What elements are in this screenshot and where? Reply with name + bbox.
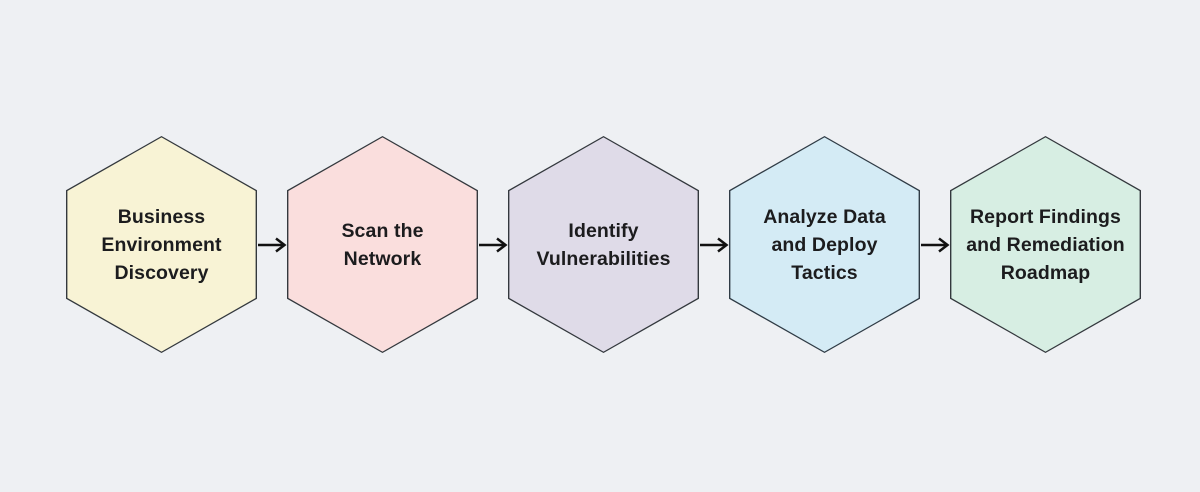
flow-arrow-icon bbox=[700, 237, 729, 252]
flow-arrow-icon bbox=[479, 237, 508, 252]
step-label: Business Environment Discovery bbox=[101, 205, 222, 284]
step-label: Scan the Network bbox=[341, 219, 424, 270]
hexagon-step-report-findings-and-remediation-roadmap: Report Findings and Remediation Roadmap bbox=[950, 136, 1141, 353]
hexagon-step-business-environment-discovery: Business Environment Discovery bbox=[66, 136, 257, 353]
hexagon-step-analyze-data-and-deploy-tactics: Analyze Data and Deploy Tactics bbox=[729, 136, 920, 353]
hexagon-fill: Business Environment Discovery bbox=[67, 137, 256, 352]
hexagon-fill: Report Findings and Remediation Roadmap bbox=[951, 137, 1140, 352]
step-label: Report Findings and Remediation Roadmap bbox=[966, 205, 1125, 284]
hexagon-fill: Analyze Data and Deploy Tactics bbox=[730, 137, 919, 352]
step-label: Analyze Data and Deploy Tactics bbox=[763, 205, 886, 284]
hexagon-step-scan-the-network: Scan the Network bbox=[287, 136, 478, 353]
flow-arrow-icon bbox=[258, 237, 287, 252]
hexagon-fill: Scan the Network bbox=[288, 137, 477, 352]
hexagon-step-identify-vulnerabilities: Identify Vulnerabilities bbox=[508, 136, 699, 353]
flowchart-row: Business Environment Discovery Scan the … bbox=[66, 136, 1141, 353]
hexagon-fill: Identify Vulnerabilities bbox=[509, 137, 698, 352]
flow-arrow-icon bbox=[921, 237, 950, 252]
step-label: Identify Vulnerabilities bbox=[536, 219, 671, 270]
